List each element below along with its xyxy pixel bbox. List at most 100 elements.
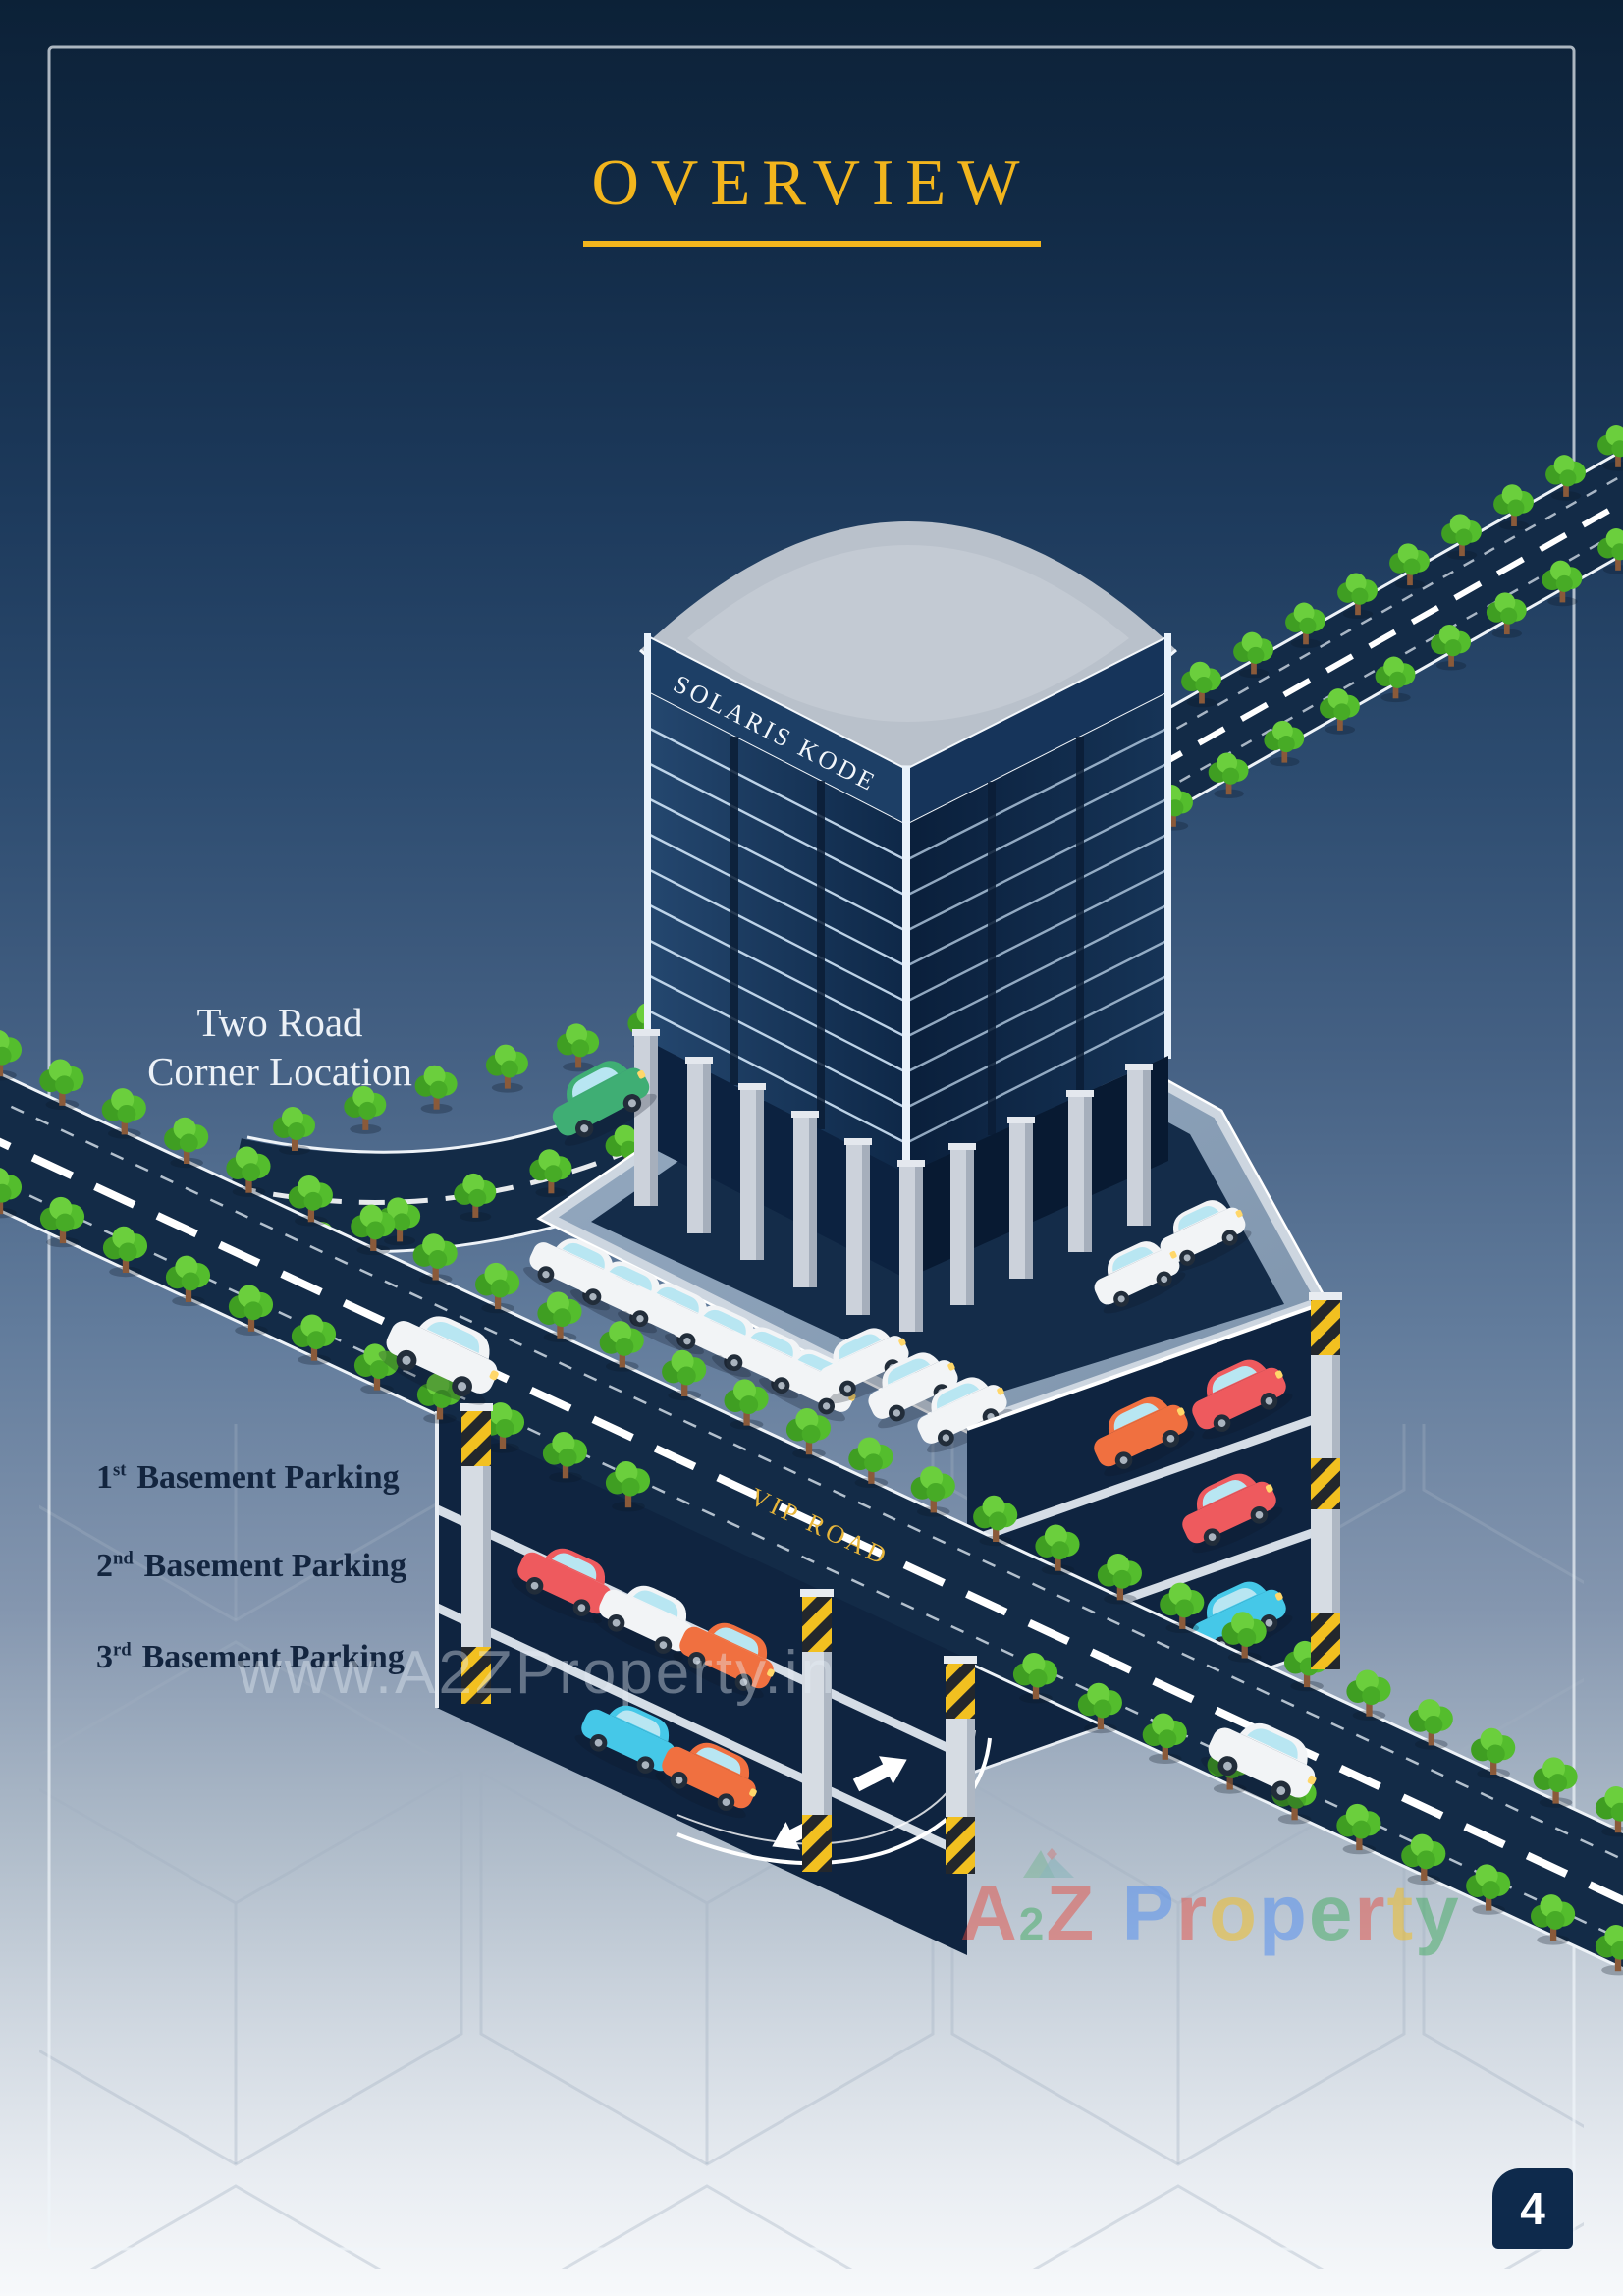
hazard-shade [483,1409,491,1704]
pillar [1125,1064,1153,1226]
page-number-badge: 4 [1492,2168,1573,2249]
pillar [1007,1117,1035,1279]
floor-line [905,832,1169,968]
tree-icon [485,1044,528,1093]
floor-line [647,938,907,1074]
page-title-text: OVERVIEW [591,146,1032,219]
pillar [632,1029,660,1206]
hazard-stripes [946,1662,975,1719]
pillar-shade [966,1148,974,1305]
tree-icon [0,1029,23,1081]
brand-mountain-logo [1023,1848,1074,1878]
pillar-cap [948,1143,976,1150]
hazard-stripes [461,1409,491,1466]
brand-letter: p [1259,1869,1309,1956]
hazard-stripes [802,1815,832,1872]
pillar [844,1138,872,1315]
brand-letter: o [1209,1869,1260,1956]
floor-line [905,1009,1169,1145]
floor-line [647,902,907,1039]
pillar-shade [756,1088,764,1260]
hazard-stripes [1311,1298,1340,1355]
brand-letter: P [1121,1869,1176,1956]
floor-line [905,867,1169,1004]
basement-1-text: Basement Parking [136,1459,400,1496]
pillar-shade [1143,1068,1151,1226]
pillar-cap [897,1160,925,1167]
watermark-url: www.A2ZProperty.in [238,1639,839,1707]
pillar-shade [862,1143,870,1315]
page-number: 4 [1520,2183,1545,2234]
colonnade-wall [648,1041,906,1279]
pillar [791,1111,819,1287]
brand-letter: r [1354,1869,1387,1956]
floor-line [647,761,907,898]
basement-2-num: 2 [96,1548,113,1584]
brand-letter: r [1176,1869,1210,1956]
pillar-shade [1084,1095,1092,1252]
pillar [685,1057,713,1233]
floor-line [905,726,1169,862]
basement-2-sup: nd [113,1548,134,1569]
basement-1-num: 1 [96,1459,113,1496]
basement-3-text: Basement Parking [141,1639,405,1675]
floor-line [647,796,907,933]
corner-note-line1: Two Road [196,1000,363,1045]
hazard-stripes [802,1595,832,1652]
brand-letter: Z [1046,1869,1097,1956]
pillar-shade [809,1116,817,1287]
pillar-shade [915,1165,923,1332]
title-underline [582,241,1041,247]
floor-line [647,832,907,968]
tower-building: SOLARIS KODE [639,521,1177,1279]
corner-location-note: Two Road Corner Location [98,998,461,1096]
hazard-column [1309,1292,1342,1669]
pillar [1066,1090,1094,1252]
floor-line [647,1009,907,1145]
hazard-shade [824,1595,832,1872]
floor-line [905,938,1169,1074]
brand-letter: t [1386,1869,1416,1956]
tree-icon [557,1023,600,1072]
hazard-stripes [1311,1458,1340,1509]
pillar-cap [791,1111,819,1118]
hazard-stripes [946,1817,975,1874]
page-title: OVERVIEW [0,145,1623,247]
basement-3-num: 3 [96,1639,113,1675]
floor-line [905,761,1169,898]
pillar [948,1143,976,1305]
pillar-cap [738,1083,766,1090]
hazard-column [944,1656,977,1874]
floor-line [905,973,1169,1110]
pillar-cap [1125,1064,1153,1070]
pillar-cap [632,1029,660,1036]
brand-letter: y [1415,1869,1461,1956]
floor-line [905,796,1169,933]
floor-line [905,902,1169,1039]
brand-letter: e [1308,1869,1355,1956]
hazard-cap [1309,1292,1342,1300]
hazard-stripes [1311,1613,1340,1669]
brand-letter: A [960,1869,1019,1956]
pillar-cap [1007,1117,1035,1123]
pillar-shade [650,1034,658,1206]
floor-line [647,867,907,1004]
hazard-column [460,1403,493,1704]
hazard-column [800,1589,834,1872]
pillar-cap [844,1138,872,1145]
hazard-cap [460,1403,493,1411]
floor-line [647,973,907,1110]
hazard-cap [800,1589,834,1597]
floor-line [647,726,907,862]
pillar [738,1083,766,1260]
pillar-shade [703,1062,711,1233]
hazard-shade [967,1662,975,1874]
basement-3-sup: rd [113,1639,132,1661]
hazard-cap [944,1656,977,1664]
pillar [897,1160,925,1332]
